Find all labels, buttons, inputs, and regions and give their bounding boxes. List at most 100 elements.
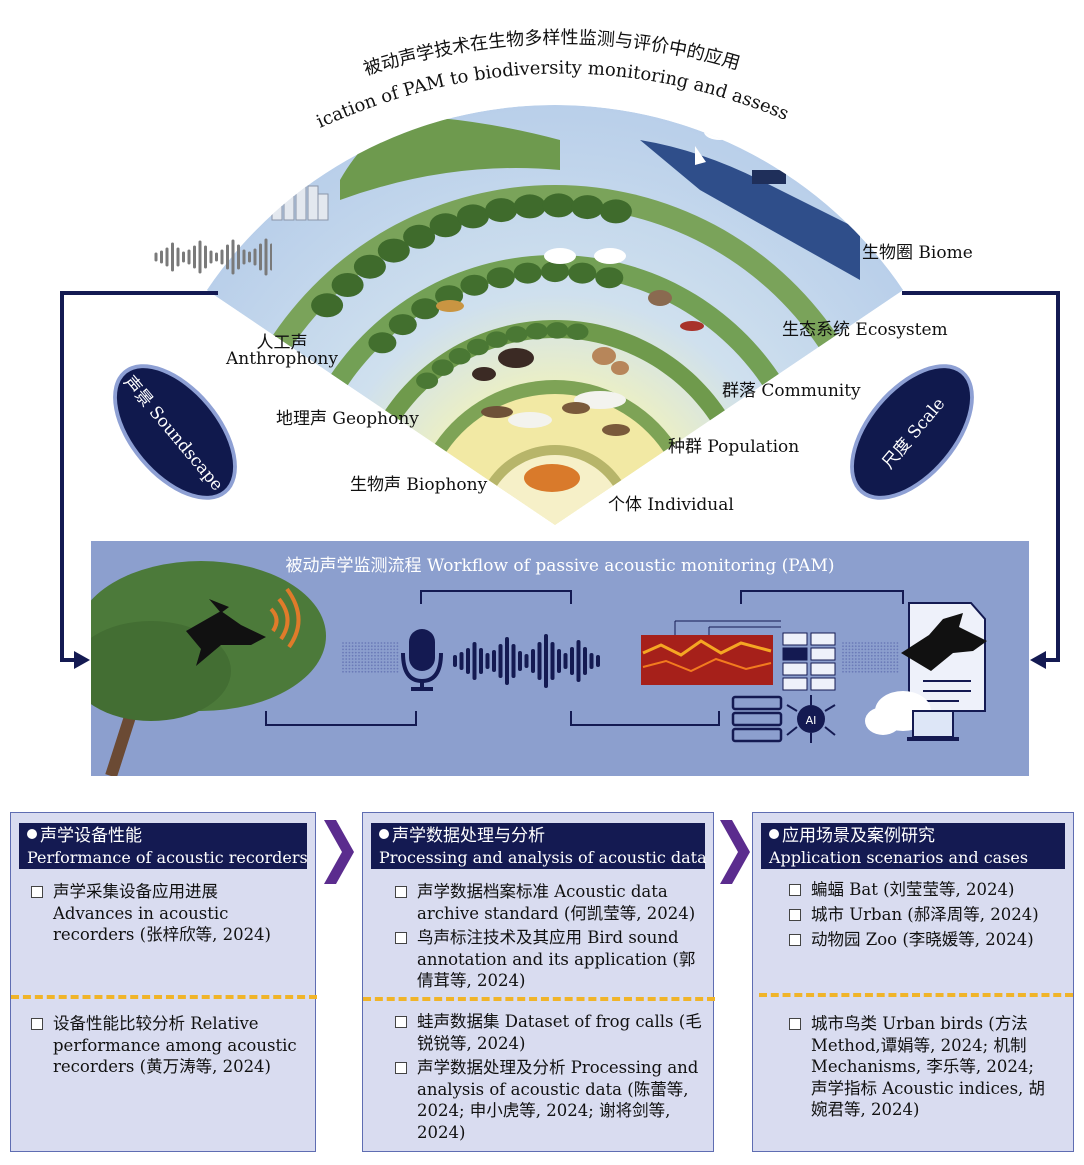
server-icon [731, 695, 783, 743]
stipple-dot [861, 651, 864, 654]
stipple-dot [374, 670, 376, 673]
stipple-dot [886, 667, 889, 670]
stipple-dot [842, 651, 844, 654]
stipple-dot [351, 642, 354, 644]
stipple-dot [354, 658, 357, 660]
stipple-dot [345, 654, 348, 657]
stipple-dot [374, 648, 376, 651]
hill [340, 117, 560, 200]
tree [568, 262, 597, 284]
stipple-dot [861, 664, 864, 667]
stipple-dot [851, 667, 854, 670]
stipple-dot [842, 642, 844, 644]
anthrophony-label-en: Anthrophony [226, 349, 338, 369]
panel-data-processing: 声学数据处理与分析 Processing and analysis of aco… [362, 812, 715, 1152]
fan-sky [206, 104, 904, 525]
stipple-dot [858, 654, 860, 657]
stipple-dot [367, 642, 370, 644]
stipple-dot [842, 664, 844, 667]
stipple-dot [393, 648, 396, 651]
anthrophony-label-cn: 人工声 [256, 333, 308, 353]
stipple-dot [354, 651, 357, 654]
stipple-dot [374, 664, 376, 667]
stipple-dot [386, 658, 389, 660]
stipple-dot [377, 667, 380, 670]
stipple-dot [380, 664, 383, 667]
stipple-dot [396, 664, 399, 667]
stipple-dot [854, 654, 857, 657]
stipple-dot [893, 667, 896, 670]
stipple-dot [864, 661, 867, 664]
stipple-dot [858, 648, 860, 651]
stipple-dot [883, 651, 886, 654]
arrow-head-left [74, 651, 90, 669]
stipple-dot [383, 667, 386, 670]
stipple-dot [396, 667, 399, 670]
stipple-dot [870, 645, 873, 648]
stipple-dot [864, 645, 867, 648]
checkbox-icon [789, 884, 801, 896]
stipple-dot [883, 648, 886, 651]
stipple-dot [354, 661, 357, 664]
stipple-dot [358, 654, 360, 657]
stipple-dot [890, 654, 892, 657]
panel-1-title-en: Performance of acoustic recorders [27, 848, 308, 867]
stipple-dot [361, 654, 364, 657]
stipple-dot [361, 661, 364, 664]
stipple-dot [370, 648, 373, 651]
ai-chip-icon: AI [786, 695, 836, 743]
boar [498, 348, 534, 368]
tree [595, 267, 624, 289]
scale-fan-diagram [206, 104, 904, 525]
stipple-dot [893, 658, 896, 660]
stipple-dot [364, 642, 367, 644]
stipple-dot [348, 648, 351, 651]
stipple-dot [874, 670, 876, 673]
stipple-dot [348, 667, 351, 670]
stipple-dot [370, 658, 373, 660]
panel-acoustic-recorders: 声学设备性能 Performance of acoustic recorders… [10, 812, 317, 1152]
stipple-dot [396, 661, 399, 664]
stipple-dot [396, 670, 399, 673]
stipple-dot [383, 654, 386, 657]
stipple-dot [883, 661, 886, 664]
stipple-dot [848, 648, 851, 651]
panel-2-item-3: 蛙声数据集 Dataset of frog calls (毛锐锐等, 2024) [395, 1011, 707, 1054]
stipple-dot [345, 645, 348, 648]
stipple-dot [361, 667, 364, 670]
panel-1-header: 声学设备性能 Performance of acoustic recorders [19, 823, 308, 869]
stipple-dot [393, 661, 396, 664]
stipple-dot [390, 651, 392, 654]
stipple-dot [390, 667, 392, 670]
sailboat [695, 146, 706, 165]
stipple-dot [364, 664, 367, 667]
stipple-dot [393, 667, 396, 670]
stipple-dot [390, 648, 392, 651]
stipple-dot [377, 664, 380, 667]
stipple-dot [896, 661, 899, 664]
tree [460, 274, 489, 296]
panel-1-item-1: 声学采集设备应用进展 Advances in acoustic recorder… [31, 881, 301, 946]
stipple-dot [854, 645, 857, 648]
stipple-dot [890, 651, 892, 654]
stipple-dot [842, 658, 844, 660]
sound-wave-icon [154, 238, 272, 276]
tree [416, 372, 439, 389]
tree [311, 293, 344, 318]
panel-2-header: 声学数据处理与分析 Processing and analysis of aco… [371, 823, 707, 869]
stipple-dot [870, 664, 873, 667]
stipple-dot [386, 661, 389, 664]
stipple-dot [351, 664, 354, 667]
stipple-dot [396, 654, 399, 657]
stipple-dot [870, 648, 873, 651]
stipple-dot [890, 661, 892, 664]
stipple-dot [377, 648, 380, 651]
stipple-dot [877, 664, 880, 667]
stipple-dot [867, 651, 870, 654]
silver-pheasant [508, 412, 552, 428]
stipple-dot [845, 664, 848, 667]
stipple-dot [886, 651, 889, 654]
stipple-dot [358, 658, 360, 660]
stipple-dot [896, 658, 899, 660]
tree [542, 193, 575, 218]
